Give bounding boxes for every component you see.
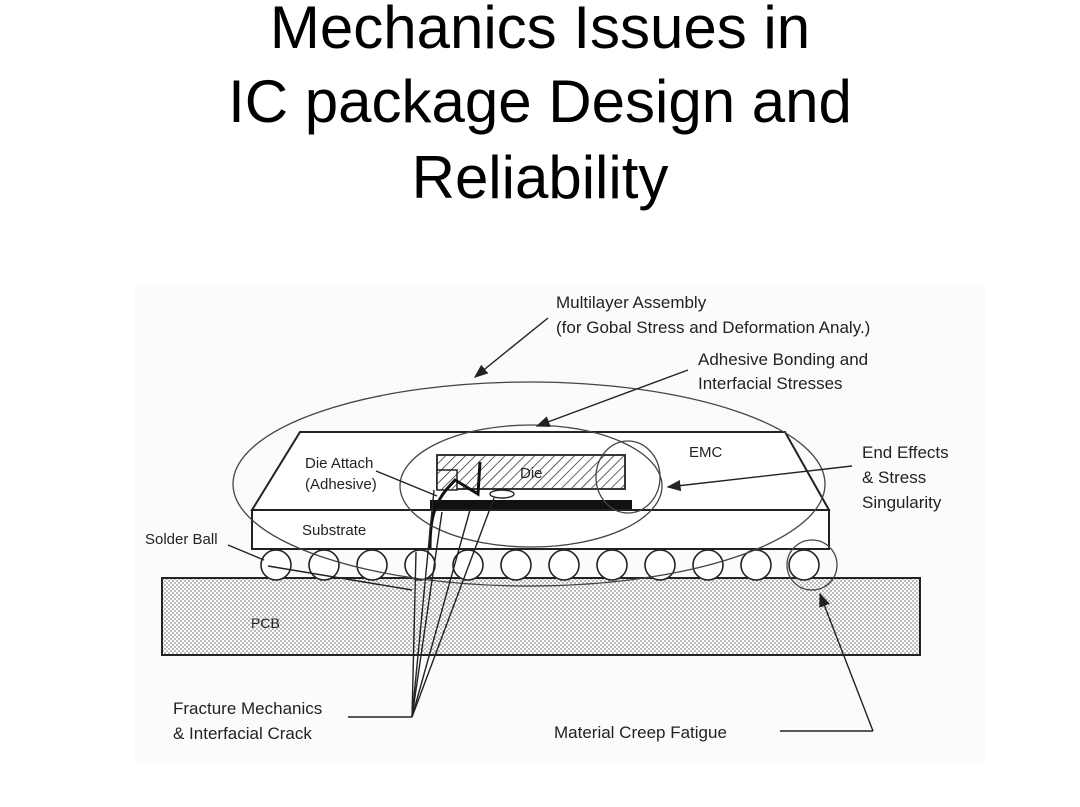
end-effects-label-line3: Singularity — [862, 493, 942, 512]
end-effects-circle — [595, 440, 661, 514]
die-attach-label-line2: (Adhesive) — [305, 476, 377, 493]
solder-ball-leader-2 — [267, 565, 413, 591]
adhesive-label-line1: Adhesive Bonding and — [698, 350, 868, 369]
end-effects-label-line2: & Stress — [862, 468, 926, 487]
emc-label: EMC — [689, 444, 723, 461]
adhesive-bonding-ellipse — [399, 424, 663, 548]
adhesive-arrow — [535, 369, 689, 427]
solder-ball — [260, 549, 292, 581]
solder-ball-row — [260, 549, 820, 581]
solder-ball — [548, 549, 580, 581]
fracture-leader — [411, 509, 471, 718]
end-effects-label-line1: End Effects — [862, 443, 949, 462]
fracture-leader — [411, 551, 417, 718]
solder-ball — [596, 549, 628, 581]
end-effects-arrow — [666, 465, 853, 492]
fracture-leader — [411, 489, 435, 718]
pcb-label: PCB — [251, 615, 280, 631]
solder-ball — [740, 549, 772, 581]
multilayer-arrow — [473, 317, 549, 378]
die-label: Die — [520, 465, 543, 482]
multilayer-assembly-ellipse — [232, 381, 826, 587]
solder-ball-leader — [227, 544, 265, 561]
multilayer-label-line1: Multilayer Assembly — [556, 293, 707, 312]
creep-fatigue-circle — [786, 539, 838, 591]
solder-ball — [500, 549, 532, 581]
solder-ball — [788, 549, 820, 581]
creep-arrow — [819, 592, 874, 732]
title-line-1: Mechanics Issues in — [269, 0, 811, 61]
solder-ball-label: Solder Ball — [145, 531, 218, 548]
die-attach-label-line1: Die Attach — [305, 455, 373, 472]
substrate-label: Substrate — [302, 522, 366, 539]
title-line-2: IC package Design and — [228, 68, 852, 135]
solder-ball — [356, 549, 388, 581]
fracture-label-line2: & Interfacial Crack — [173, 724, 312, 743]
fracture-label-line1: Fracture Mechanics — [173, 699, 322, 718]
crack-ellipse — [489, 489, 515, 499]
solder-ball — [404, 549, 436, 581]
fracture-leader — [411, 511, 443, 718]
adhesive-label-line2: Interfacial Stresses — [698, 374, 843, 393]
fracture-leader — [411, 497, 495, 718]
die-attach-layer — [430, 500, 632, 509]
wire-bond — [428, 461, 482, 549]
creep-fatigue-label: Material Creep Fatigue — [554, 723, 727, 742]
multilayer-label-line2: (for Gobal Stress and Deformation Analy.… — [556, 318, 870, 337]
pcb-board — [161, 577, 921, 656]
title-line-3: Reliability — [411, 144, 669, 211]
die-attach-leader — [375, 470, 438, 497]
die — [436, 454, 626, 490]
